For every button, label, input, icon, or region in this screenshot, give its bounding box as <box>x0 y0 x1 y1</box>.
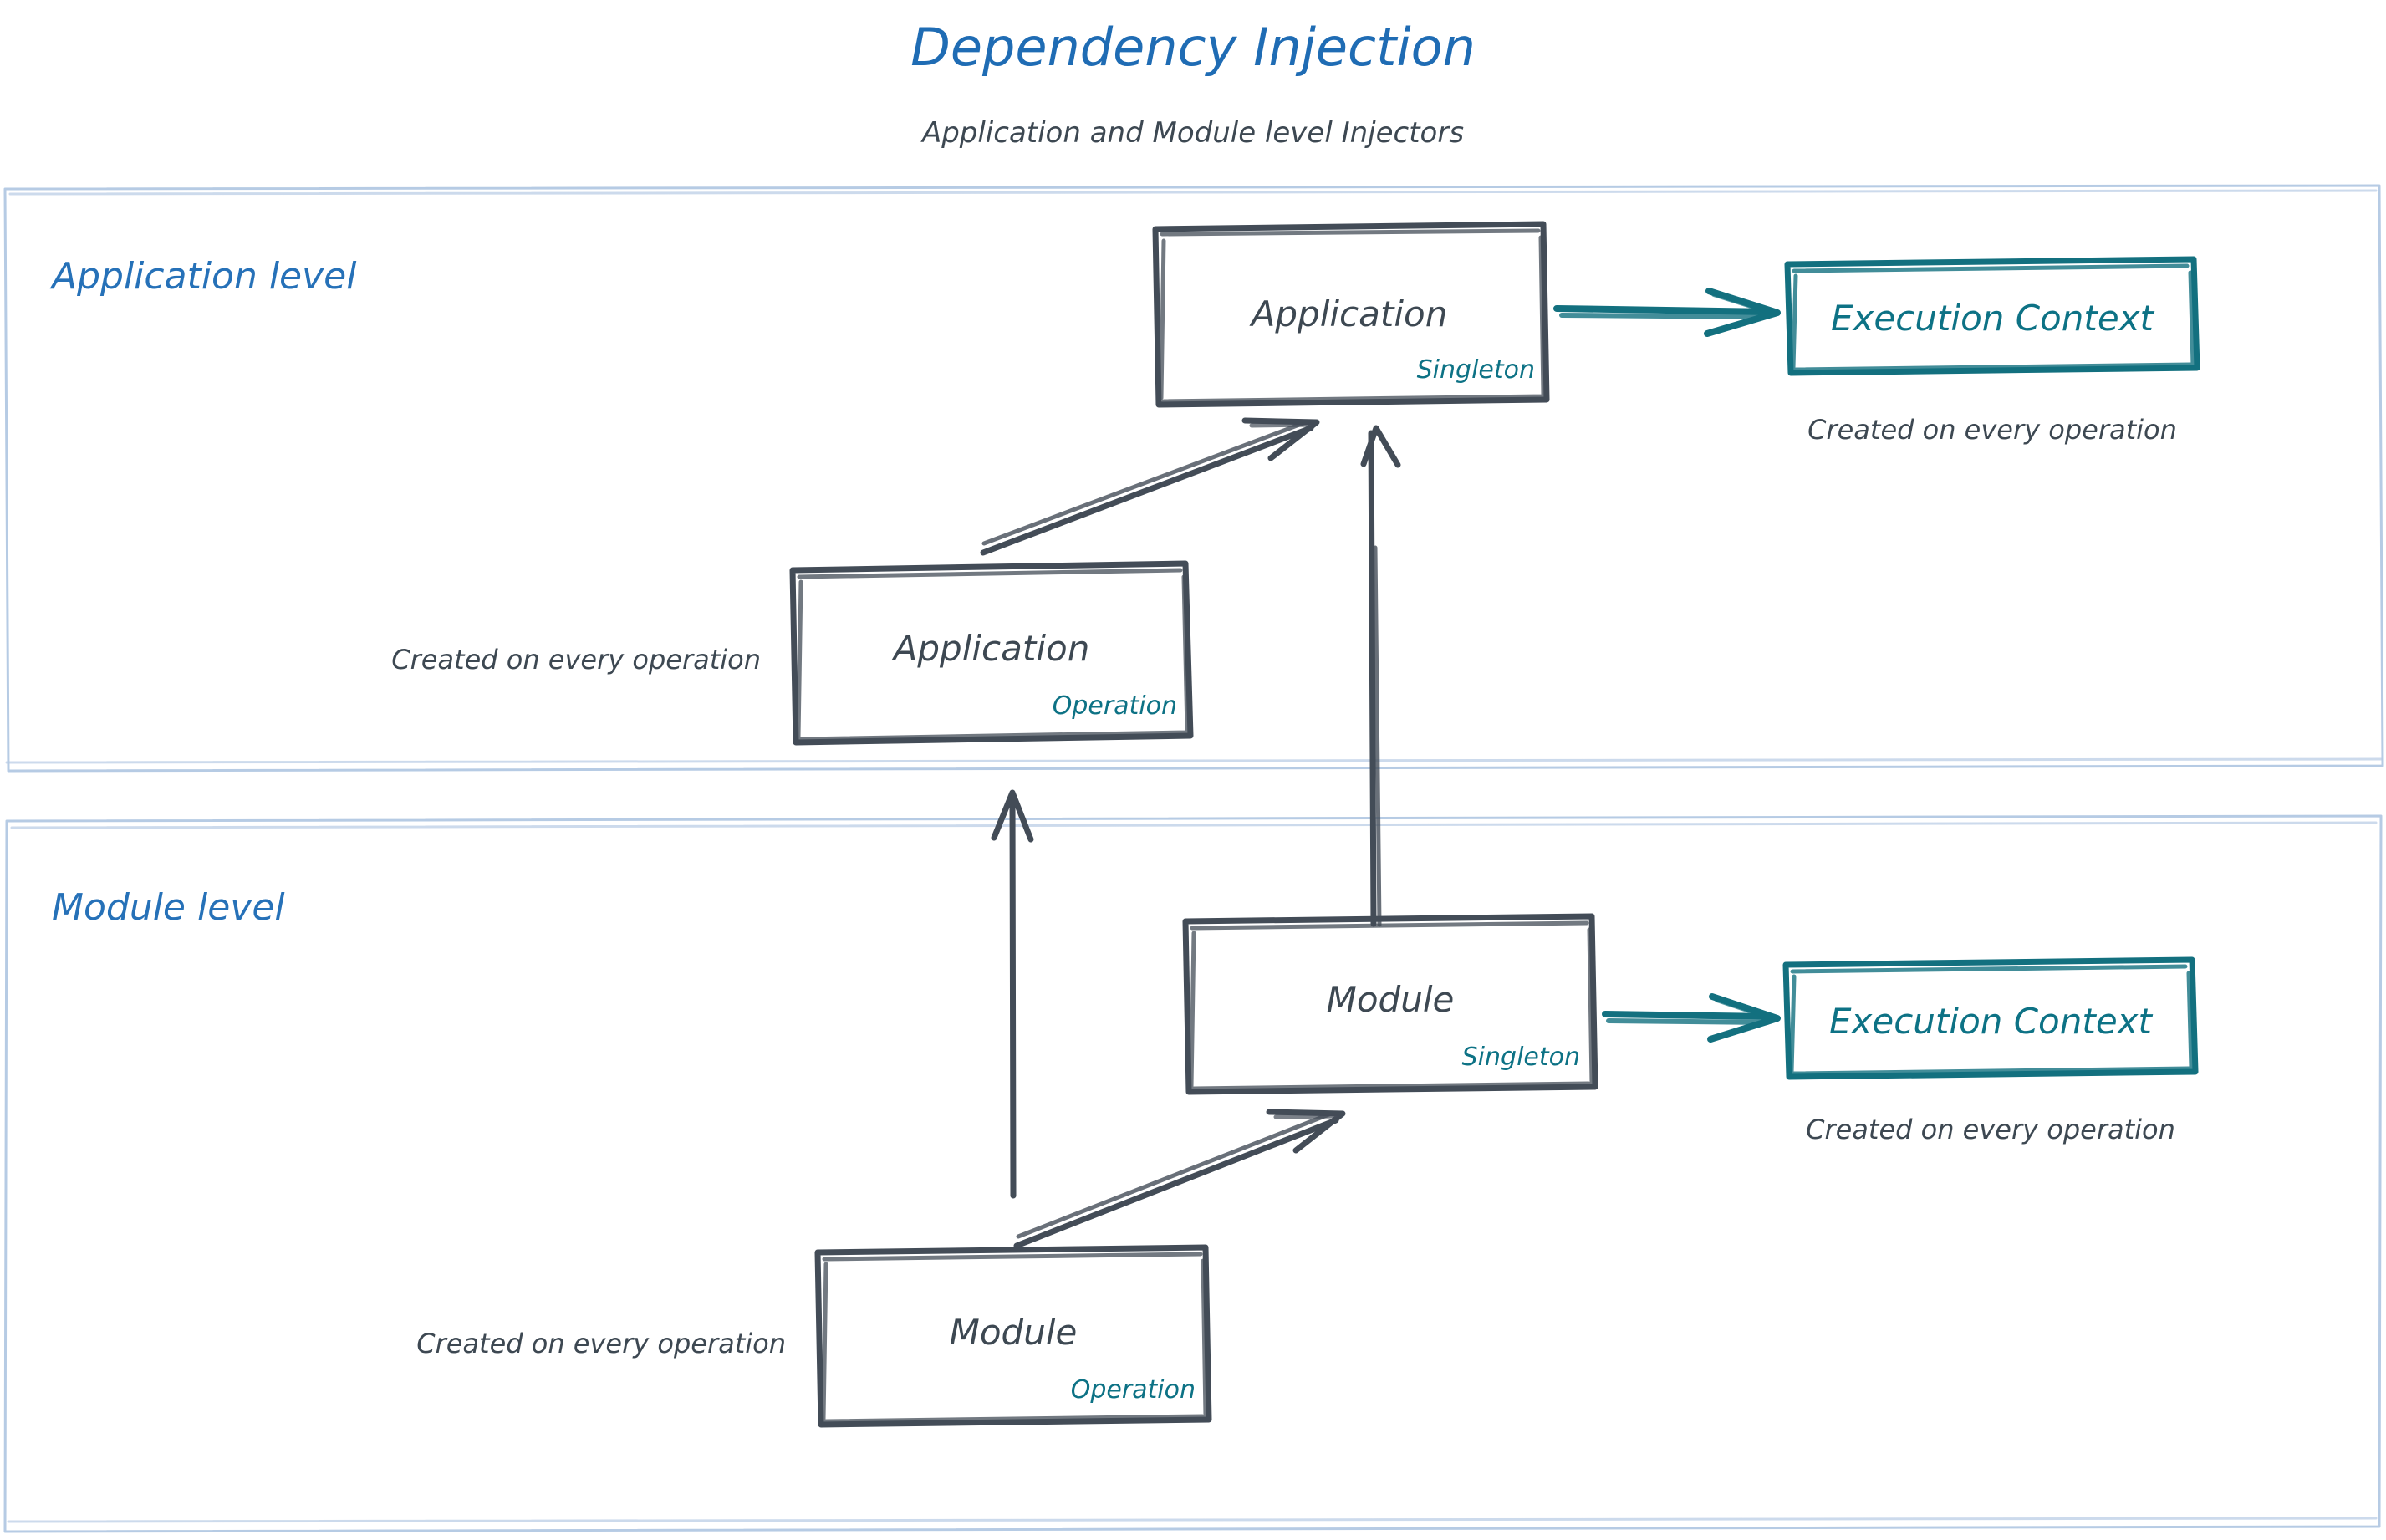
section-label-module-level: Module level <box>52 886 285 929</box>
edge-module-op-to-module-singleton <box>1013 1109 1346 1249</box>
edge-module-op-to-app-op <box>991 789 1034 1199</box>
page-subtitle: Application and Module level Injectors <box>920 116 1464 150</box>
page-title: Dependency Injection <box>910 17 1476 78</box>
edge-app-op-to-app-singleton <box>980 417 1320 556</box>
node-module-execution-context[interactable]: Execution Context <box>1782 956 2199 1080</box>
node-title: Application <box>1249 293 1448 334</box>
edge-app-singleton-to-app-ec <box>1553 288 1781 337</box>
edge-module-singleton-to-app-singleton <box>1360 425 1401 927</box>
node-tag: Singleton <box>1462 1043 1580 1072</box>
node-tag: Singleton <box>1417 355 1535 385</box>
node-module-operation[interactable]: Module Operation <box>814 1244 1212 1428</box>
section-label-application-level: Application level <box>49 255 357 298</box>
note-module-operation: Created on every operation <box>416 1328 786 1359</box>
node-title: Execution Context <box>1829 1001 2154 1042</box>
node-application-singleton[interactable]: Application Singleton <box>1152 221 1550 408</box>
node-title: Module <box>950 1312 1078 1353</box>
note-application-execution-context: Created on every operation <box>1807 414 2177 446</box>
node-title: Application <box>891 628 1090 669</box>
note-application-operation: Created on every operation <box>391 644 761 676</box>
module-level-container <box>3 814 2383 1533</box>
node-tag: Operation <box>1053 691 1177 721</box>
edge-module-singleton-to-module-ec <box>1602 993 1781 1043</box>
node-title: Execution Context <box>1831 298 2155 339</box>
node-module-singleton[interactable]: Module Singleton <box>1182 913 1598 1095</box>
note-module-execution-context: Created on every operation <box>1806 1114 2175 1145</box>
node-title: Module <box>1327 979 1455 1020</box>
node-application-execution-context[interactable]: Execution Context <box>1784 256 2200 376</box>
node-application-operation[interactable]: Application Operation <box>789 560 1194 746</box>
application-level-container <box>3 184 2384 773</box>
node-tag: Operation <box>1071 1375 1196 1405</box>
